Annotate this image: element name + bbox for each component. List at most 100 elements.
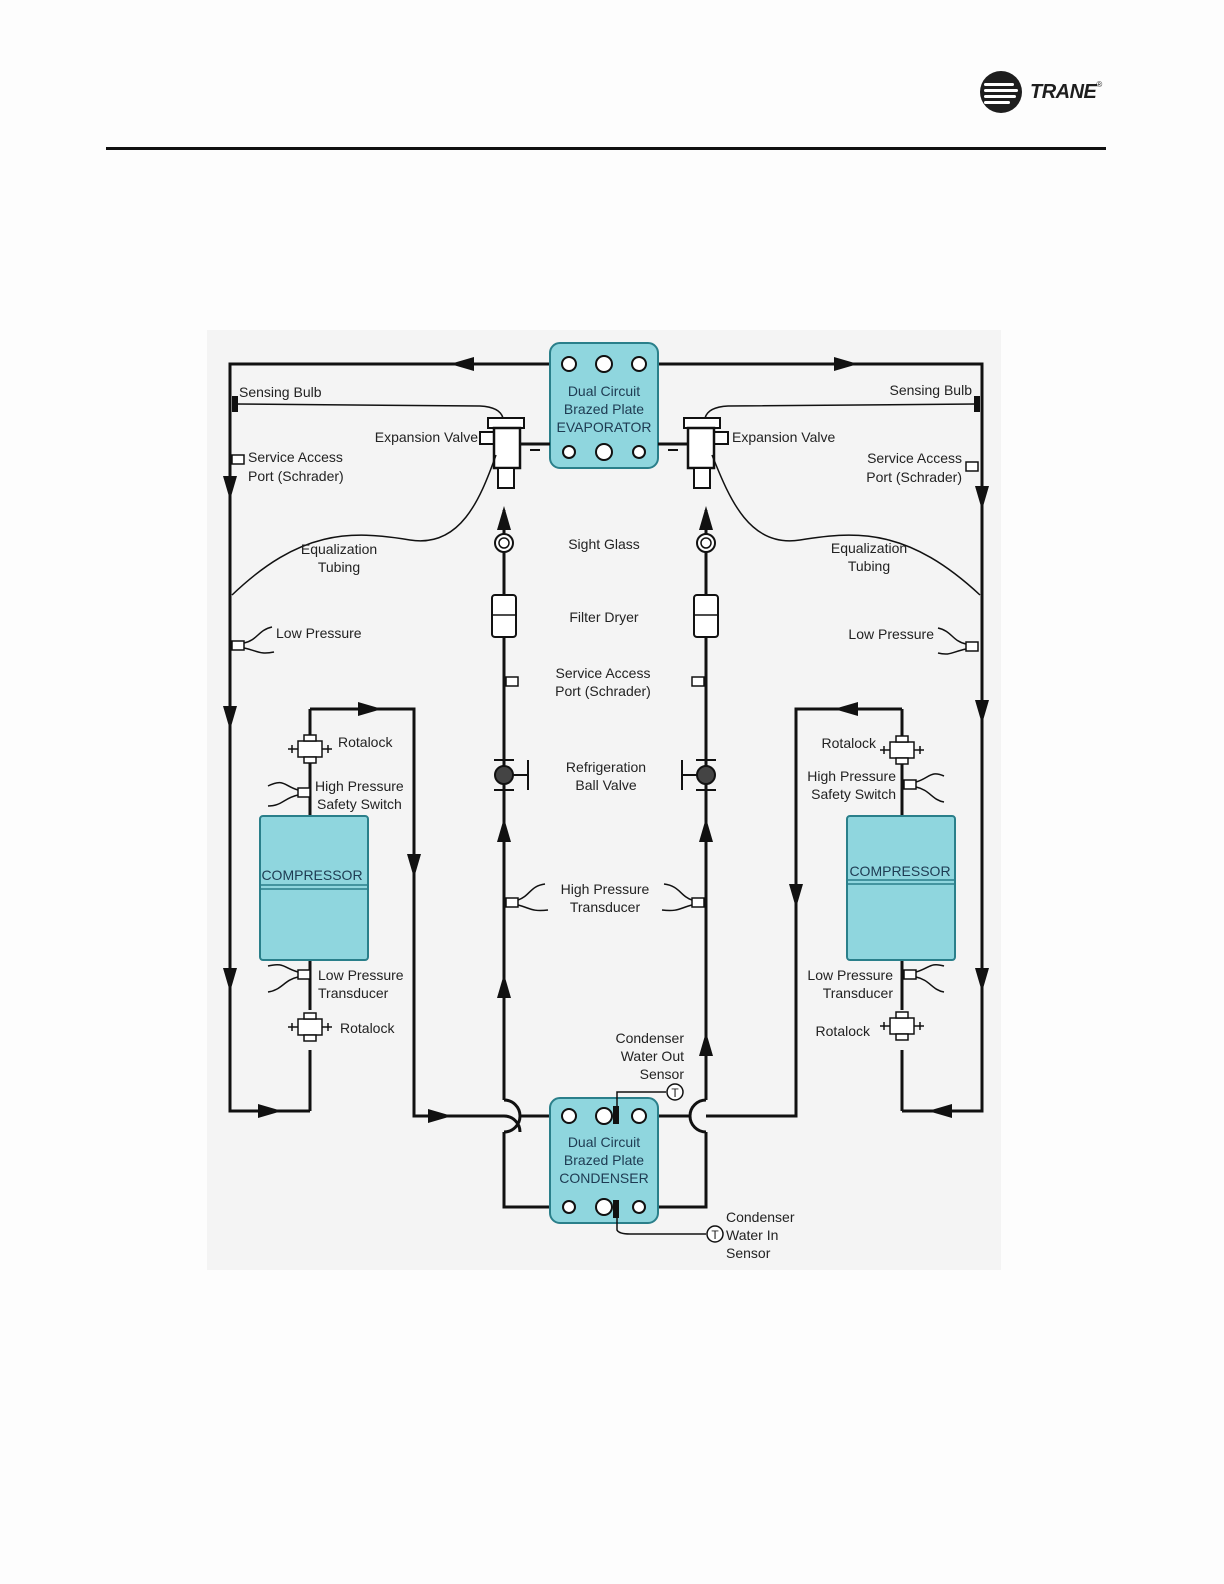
flow-arrow [497,506,511,530]
hp-switch-right-1: High Pressure [807,768,896,784]
trane-wordmark: TRANE [1030,80,1097,103]
service-access-center-2: Port (Schrader) [555,683,651,699]
equalization-left-2: Tubing [318,559,360,575]
filter-dryer-right [693,594,719,638]
flow-arrow [699,506,713,530]
sensing-bulb-left-label: Sensing Bulb [239,384,322,400]
flow-arrow [407,854,421,878]
sensing-bulb-right-label: Sensing Bulb [889,382,972,398]
expansion-valve-right-label: Expansion Valve [732,429,835,445]
flow-arrow [834,702,858,716]
flow-arrow [699,1032,713,1056]
hp-transducer-left [505,883,549,912]
hp-transducer-label-2: Transducer [570,899,641,915]
service-access-left-1: Service Access [248,449,343,465]
hp-switch-right [903,773,945,803]
lp-transducer-left [267,963,311,993]
flow-arrow [450,357,474,371]
flow-arrow [428,1109,452,1123]
flow-arrow [834,357,858,371]
service-access-left-2: Port (Schrader) [248,468,344,484]
compressor-label: COMPRESSOR [261,867,362,883]
ball-valve-label-1: Refrigeration [566,759,646,775]
compressor-label: COMPRESSOR [849,863,950,879]
lp-transducer-right-1: Low Pressure [807,967,893,983]
rotalock-right-top [880,735,924,765]
flow-arrow [223,968,237,992]
ball-valve-left [494,759,529,791]
compressor-left: COMPRESSOR [259,815,369,961]
condenser-label-1: Dual Circuit [568,1134,640,1150]
evaporator-label-3: EVAPORATOR [557,419,652,435]
service-access-center-1: Service Access [556,665,651,681]
hp-switch-left-2: Safety Switch [317,796,402,812]
flow-arrow [497,818,511,842]
header-rule [106,147,1106,150]
sight-glass-left [494,533,514,553]
rotalock-left-top [288,734,332,764]
equalization-left-1: Equalization [301,541,377,557]
service-access-right-1: Service Access [867,450,962,466]
hp-switch-right-2: Safety Switch [811,786,896,802]
evaporator-label-1: Dual Circuit [568,383,640,399]
registered-mark: ® [1096,80,1103,89]
water-out-label-1: Condenser [616,1030,685,1046]
hp-transducer-label-1: High Pressure [561,881,650,897]
flow-arrow [223,706,237,730]
refrigerant-piping [228,362,984,1209]
flow-arrow [497,974,511,998]
lp-transducer-left-2: Transducer [318,985,389,1001]
flow-arrow [975,700,989,724]
service-port-right [965,461,979,472]
expansion-valve-right [658,403,981,596]
service-port-left [231,454,245,465]
expansion-valve-left-label: Expansion Valve [375,429,478,445]
low-pressure-left-label: Low Pressure [276,625,362,641]
equalization-right-1: Equalization [831,540,907,556]
rotalock-left-bottom-label: Rotalock [340,1020,395,1036]
lp-transducer-left-1: Low Pressure [318,967,404,983]
condenser-label-3: CONDENSER [559,1170,648,1186]
low-pressure-right [937,627,979,655]
service-port-liquid-right [691,676,705,687]
low-pressure-left [231,626,275,654]
compressor-right: COMPRESSOR [846,815,956,961]
hp-switch-left [267,781,311,807]
flow-arrow [223,476,237,500]
condenser: Dual Circuit Brazed Plate CONDENSER [549,1097,659,1224]
filter-dryer-label: Filter Dryer [569,609,639,625]
flow-arrow [258,1104,282,1118]
ball-valve-right [681,759,716,791]
rotalock-left-bottom [288,1012,332,1042]
equalization-right-2: Tubing [848,558,890,574]
flow-arrow [975,968,989,992]
lp-transducer-right-2: Transducer [823,985,894,1001]
water-out-sensor: T Condenser Water Out Sensor [616,1030,685,1106]
filter-dryer-left [491,594,517,638]
flow-arrow [699,818,713,842]
sight-glass-right [696,533,716,553]
low-pressure-right-label: Low Pressure [848,626,934,642]
sensing-bulb-right [974,396,980,412]
lp-transducer-right [903,963,945,993]
evaporator: Dual Circuit Brazed Plate EVAPORATOR [549,342,659,469]
water-in-label-2: Water In [726,1227,778,1243]
service-port-liquid-left [505,676,519,687]
water-in-label-1: Condenser [726,1209,795,1225]
hp-transducer-right [661,883,705,912]
water-in-label-3: Sensor [726,1245,771,1261]
sensing-bulb-left [232,396,238,412]
evaporator-label-2: Brazed Plate [564,401,644,417]
water-out-label-3: Sensor [640,1066,685,1082]
rotalock-right-bottom [880,1011,924,1041]
expansion-valve-left [231,403,550,596]
flow-arrow [975,486,989,510]
flow-arrow [928,1104,952,1118]
rotalock-right-bottom-label: Rotalock [816,1023,871,1039]
diagram-labels: Sensing Bulb Sensing Bulb Expansion Valv… [239,382,972,1039]
temperature-sensor-icon: T [671,1086,679,1100]
flow-arrow [789,884,803,908]
sight-glass-label: Sight Glass [568,536,640,552]
rotalock-right-top-label: Rotalock [822,735,877,751]
